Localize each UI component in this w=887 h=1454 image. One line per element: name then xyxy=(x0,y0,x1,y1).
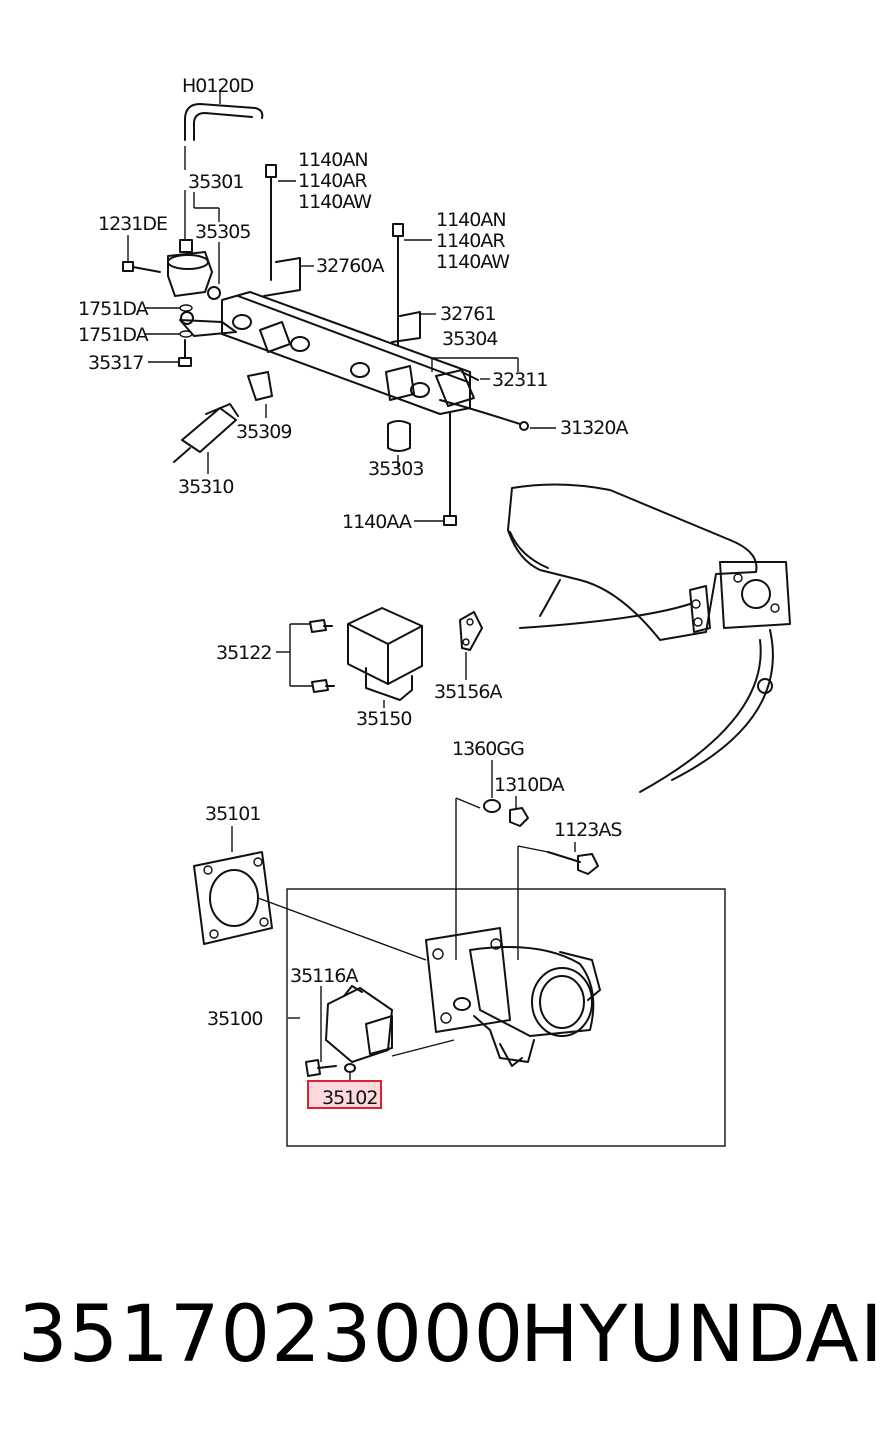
fuel-pressure-regulator-35301 xyxy=(167,146,221,300)
screws-35122 xyxy=(276,619,335,693)
leaders-throttle-studs xyxy=(455,797,549,960)
intake-manifold xyxy=(507,483,791,793)
label-1360gg: 1360GG xyxy=(452,738,524,760)
throttle-body-35100 xyxy=(288,927,601,1067)
label-35301: 35301 xyxy=(188,171,243,193)
label-1751da-b: 1751DA xyxy=(78,324,149,346)
gasket-1360gg xyxy=(483,760,501,813)
bolt-1140an-b xyxy=(392,223,432,347)
bracket-35156a xyxy=(459,611,483,680)
bracket-32760a xyxy=(263,257,314,297)
footer-brand: HYUNDAI xyxy=(520,1290,884,1380)
bracket-32761 xyxy=(391,311,436,343)
vacuum-hose-h0120d xyxy=(184,92,264,141)
tps-sensor-35170 xyxy=(325,985,455,1063)
fuel-rail-35304 xyxy=(179,291,475,415)
label-1140aa: 1140AA xyxy=(342,511,412,533)
label-h0120d: H0120D xyxy=(182,75,254,97)
label-35303: 35303 xyxy=(368,458,423,480)
leader-35304 xyxy=(431,357,519,372)
clip-35309 xyxy=(247,371,273,418)
label-1310da: 1310DA xyxy=(494,774,565,796)
highlight-box-35102 xyxy=(307,1080,382,1109)
bolt-1140aa xyxy=(414,411,457,526)
label-32311: 32311 xyxy=(492,369,547,391)
bolt-1123as xyxy=(547,842,599,875)
label-35310: 35310 xyxy=(178,476,233,498)
label-35116a: 35116A xyxy=(290,965,358,987)
o-rings-1751da xyxy=(145,304,193,338)
control-relay-35150 xyxy=(347,607,423,708)
label-35100: 35100 xyxy=(207,1008,262,1030)
screw-35116a xyxy=(305,986,337,1077)
label-1140ar-a: 1140AR xyxy=(298,170,367,192)
gasket-35101 xyxy=(193,826,427,961)
label-1140an-a: 1140AN xyxy=(298,149,368,171)
label-32760a: 32760A xyxy=(316,255,384,277)
label-35317: 35317 xyxy=(88,352,143,374)
footer-part-number: 3517023000 xyxy=(18,1290,525,1380)
injector-35310 xyxy=(173,403,239,474)
label-35101: 35101 xyxy=(205,803,260,825)
nut-1310da xyxy=(509,796,529,827)
label-1140an-b: 1140AN xyxy=(436,209,506,231)
label-1231de: 1231DE xyxy=(98,213,167,235)
label-32761: 32761 xyxy=(440,303,495,325)
label-1751da-a: 1751DA xyxy=(78,298,149,320)
label-1140aw-a: 1140AW xyxy=(298,191,372,213)
label-1140aw-b: 1140AW xyxy=(436,251,510,273)
label-31320a: 31320A xyxy=(560,417,628,439)
bolt-1140an-a xyxy=(265,164,296,281)
label-35305: 35305 xyxy=(195,221,250,243)
label-35150: 35150 xyxy=(356,708,411,730)
insulator-35303 xyxy=(387,420,411,468)
label-1123as: 1123AS xyxy=(554,819,621,841)
label-1140ar-b: 1140AR xyxy=(436,230,505,252)
bolt-1231de xyxy=(122,235,161,273)
label-35102: 35102 xyxy=(322,1087,377,1109)
pipe-31320a xyxy=(439,399,556,431)
throttle-assembly-frame xyxy=(286,888,726,1147)
connector-32311 xyxy=(461,371,490,381)
bolt-35317 xyxy=(148,339,192,367)
label-35309: 35309 xyxy=(236,421,291,443)
label-35304: 35304 xyxy=(442,328,498,350)
label-35122: 35122 xyxy=(216,642,271,664)
label-35156a: 35156A xyxy=(434,681,502,703)
